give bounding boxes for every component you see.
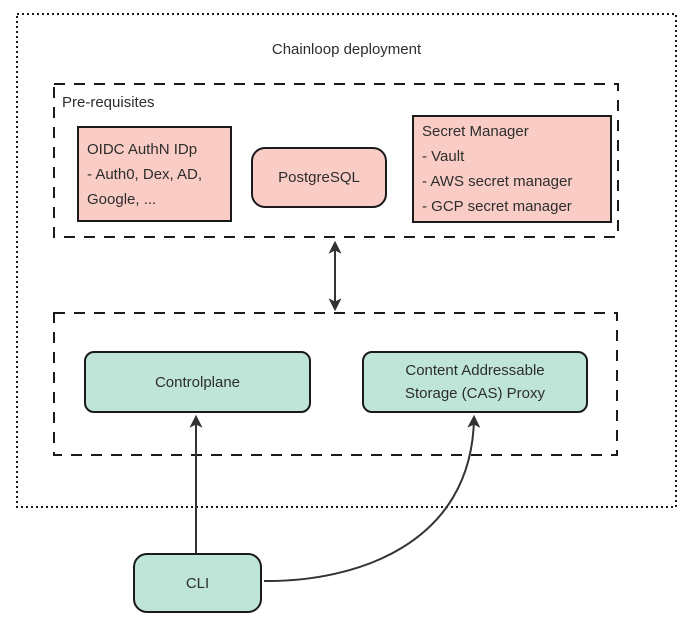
deployment-boundary-box bbox=[16, 13, 677, 508]
node-postgresql-label: PostgreSQL bbox=[278, 169, 360, 186]
node-secret-manager: Secret Manager - Vault - AWS secret mana… bbox=[412, 115, 612, 223]
node-oidc-line: - Auth0, Dex, AD, bbox=[87, 165, 203, 183]
node-cas-proxy-line: Storage (CAS) Proxy bbox=[404, 385, 546, 402]
node-cli: CLI bbox=[133, 553, 262, 613]
prerequisites-group-label: Pre-requisites bbox=[62, 94, 155, 111]
node-cas-proxy-line: Content Addressable bbox=[405, 362, 545, 379]
diagram-title: Chainloop deployment bbox=[271, 41, 422, 58]
node-secret-manager-line: Secret Manager bbox=[422, 123, 529, 140]
cli-to-cas-proxy-arrow bbox=[263, 414, 481, 583]
node-controlplane: Controlplane bbox=[84, 351, 311, 413]
node-oidc-authn-idp: OIDC AuthN IDp - Auth0, Dex, AD, Google,… bbox=[77, 126, 232, 222]
node-secret-manager-line: - GCP secret manager bbox=[422, 198, 572, 215]
node-oidc-line: OIDC AuthN IDp bbox=[87, 140, 198, 158]
deployment-services-group-box bbox=[53, 312, 618, 456]
node-cas-proxy: Content Addressable Storage (CAS) Proxy bbox=[362, 351, 588, 413]
node-secret-manager-line: - AWS secret manager bbox=[422, 173, 573, 190]
node-oidc-line: Google, ... bbox=[87, 190, 157, 208]
node-secret-manager-line: - Vault bbox=[422, 148, 465, 165]
node-postgresql: PostgreSQL bbox=[251, 147, 387, 208]
prerequisites-group-box bbox=[53, 83, 619, 238]
node-controlplane-label: Controlplane bbox=[154, 373, 241, 391]
node-cli-label: CLI bbox=[185, 574, 210, 592]
